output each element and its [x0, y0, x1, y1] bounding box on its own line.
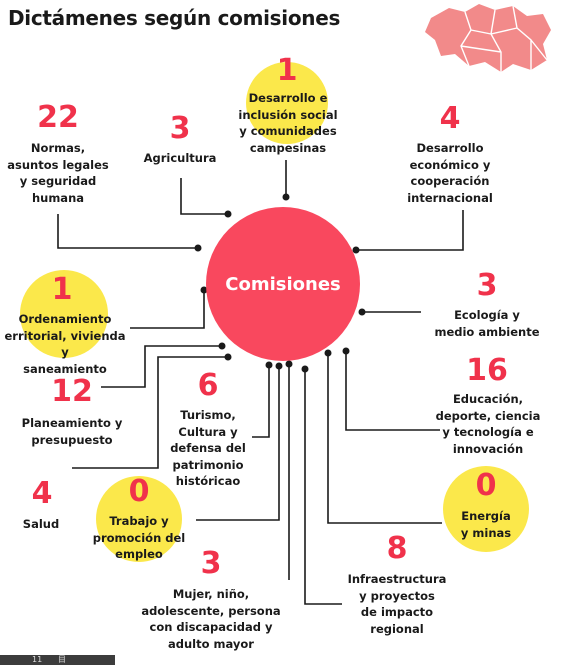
count-desarrollo-inclusion: 1: [276, 53, 298, 88]
connector-planeamiento: [101, 345, 222, 388]
label-desarrollo-economico: Desarrollo económico y cooperación inter…: [407, 141, 493, 205]
label-trabajo: Trabajo y promoción del empleo: [92, 514, 186, 561]
connector-normas: [57, 214, 198, 249]
label-desarrollo-inclusion: Desarrollo e inclusión social y comunida…: [238, 91, 338, 155]
count-ordenamiento: 1: [51, 272, 73, 307]
connector-energia: [327, 353, 442, 524]
center-label: Comisiones: [225, 273, 341, 295]
count-normas: 22: [37, 100, 79, 135]
count-planeamiento: 12: [51, 374, 93, 409]
center-circle: Comisiones: [206, 207, 360, 361]
connector-salud: [72, 356, 228, 469]
toolbar-item-1[interactable]: 11: [32, 655, 43, 664]
label-turismo: Turismo, Cultura y defensa del patrimoni…: [170, 408, 246, 488]
label-mujer: Mujer, niño, adolescente, persona con di…: [141, 587, 281, 651]
label-agricultura: Agricultura: [143, 151, 217, 165]
connector-agricultura: [180, 178, 228, 215]
toolbar-item-2[interactable]: 目: [58, 655, 66, 664]
region-map-icon: [425, 4, 551, 72]
count-trabajo: 0: [128, 474, 150, 509]
label-normas: Normas, asuntos legales y seguridad huma…: [7, 141, 109, 205]
count-desarrollo-economico: 4: [439, 101, 461, 136]
connector-turismo: [252, 365, 270, 438]
count-salud: 4: [31, 476, 53, 511]
label-infraestructura: Infraestructura y proyectos de impacto r…: [347, 572, 447, 636]
count-educacion: 16: [466, 353, 508, 388]
count-energia: 0: [475, 468, 497, 503]
highlight-circle-energia: [443, 466, 529, 552]
count-ecologia: 3: [476, 268, 498, 303]
count-infraestructura: 8: [386, 531, 408, 566]
label-educacion: Educación, deporte, ciencia y tecnología…: [435, 392, 541, 456]
label-salud: Salud: [22, 517, 60, 531]
connector-infraestructura: [304, 369, 342, 605]
page-title: Dictámenes según comisiones: [8, 6, 341, 30]
label-energia: Energía y minas: [460, 509, 512, 540]
highlight-circle-ordenamiento: [20, 270, 108, 358]
count-mujer: 3: [200, 546, 222, 581]
viewer-toolbar[interactable]: 11 目: [0, 655, 115, 665]
highlight-circle-desarrollo-inclusion: [246, 62, 328, 144]
label-ordenamiento: Ordenamiento erritorial, vivienda y sane…: [4, 312, 126, 376]
connector-ordenamiento: [130, 290, 205, 329]
highlight-circle-trabajo: [96, 476, 182, 562]
connector-educacion: [345, 351, 440, 431]
label-ecologia: Ecología y medio ambiente: [434, 308, 540, 339]
count-turismo: 6: [197, 368, 219, 403]
connector-trabajo: [196, 366, 280, 521]
label-planeamiento: Planeamiento y presupuesto: [21, 416, 123, 447]
count-agricultura: 3: [169, 111, 191, 146]
connector-desarrollo-economico: [356, 210, 464, 251]
